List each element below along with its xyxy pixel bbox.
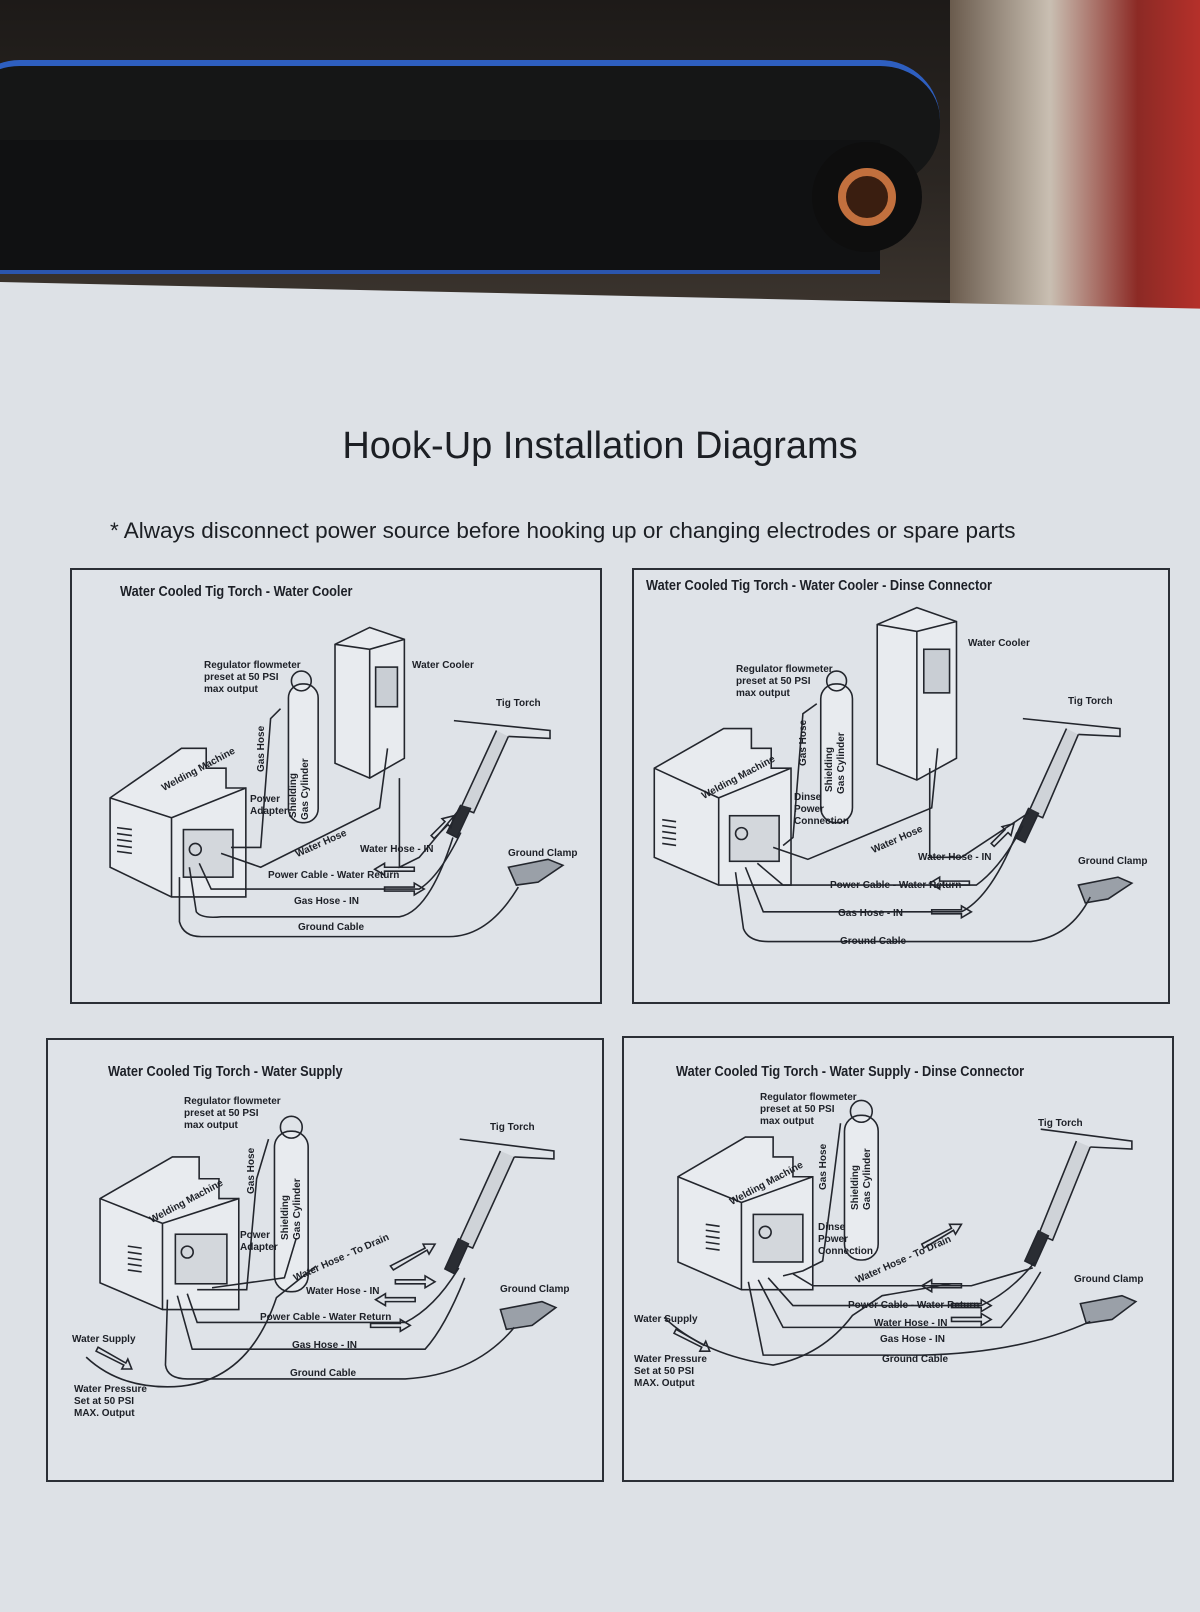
- label-ground-cable: Ground Cable: [290, 1368, 357, 1379]
- label-regulator-max: max output: [760, 1116, 814, 1127]
- label-gas-hose-vertical: Gas Hose: [246, 1147, 257, 1194]
- label-regulator: Regulator flowmeter: [760, 1092, 857, 1103]
- panel-title: Water Cooled Tig Torch - Water Supply - …: [676, 1064, 1025, 1080]
- label-power-cable: Power Cable - Water Return: [848, 1300, 980, 1311]
- label-tig-torch: Tig Torch: [1068, 696, 1113, 707]
- label-shielding: Shielding: [824, 747, 835, 792]
- label-power-cable: Power Cable - Water Return: [268, 870, 400, 881]
- hose-photo-lower: [0, 140, 880, 274]
- cardboard-box: [950, 0, 1200, 310]
- label-gas-hose-in: Gas Hose - IN: [292, 1340, 358, 1351]
- label-power-cable: Power Cable - Water Return: [830, 880, 962, 891]
- diagram-drawing: [109, 626, 565, 938]
- diagram-drawing: [653, 606, 1134, 943]
- label-ground-cable: Ground Cable: [840, 936, 907, 947]
- label-regulator-max: max output: [736, 688, 790, 699]
- panel-title: Water Cooled Tig Torch - Water Supply: [108, 1064, 343, 1080]
- label-power-adapter-2: Adapter: [240, 1242, 278, 1253]
- label-dinse-connection: Connection: [794, 816, 849, 827]
- label-water-hose-in: Water Hose - IN: [874, 1318, 948, 1329]
- label-regulator: Regulator flowmeter: [184, 1096, 281, 1107]
- label-tig-torch: Tig Torch: [496, 698, 541, 709]
- label-power-adapter: Power: [250, 794, 281, 805]
- label-dinse: Dinse: [818, 1222, 846, 1233]
- label-gas-cylinder: Gas Cylinder: [836, 732, 847, 794]
- diagram-panel-water-supply: Water Cooled Tig Torch - Water Supply Re…: [46, 1038, 604, 1482]
- label-regulator-preset: preset at 50 PSI: [184, 1108, 259, 1119]
- label-ground-cable: Ground Cable: [882, 1354, 949, 1365]
- label-dinse: Dinse: [794, 792, 822, 803]
- panel-title: Water Cooled Tig Torch - Water Cooler: [120, 584, 353, 600]
- diagram-panel-water-cooler: Water Cooled Tig Torch - Water Cooler Re…: [70, 568, 602, 1004]
- label-gas-hose-vertical: Gas Hose: [798, 719, 809, 766]
- label-regulator-max: max output: [204, 684, 258, 695]
- label-regulator-preset: preset at 50 PSI: [736, 676, 811, 687]
- label-water-hose-in: Water Hose - IN: [306, 1286, 380, 1297]
- label-power-adapter-2: Adapter: [250, 806, 288, 817]
- label-water-cooler: Water Cooler: [968, 638, 1030, 649]
- label-shielding: Shielding: [280, 1195, 291, 1240]
- label-ground-clamp: Ground Clamp: [500, 1284, 570, 1295]
- label-ground-clamp: Ground Clamp: [1078, 856, 1148, 867]
- copper-ring: [838, 168, 896, 226]
- label-dinse-power: Power: [794, 804, 825, 815]
- label-ground-clamp: Ground Clamp: [1074, 1274, 1144, 1285]
- label-power-adapter: Power: [240, 1230, 271, 1241]
- label-regulator-preset: preset at 50 PSI: [760, 1104, 835, 1115]
- label-tig-torch: Tig Torch: [1038, 1118, 1083, 1129]
- label-gas-cylinder: Gas Cylinder: [862, 1148, 873, 1210]
- label-gas-hose-vertical: Gas Hose: [818, 1143, 829, 1190]
- label-water-pressure-set: Set at 50 PSI: [634, 1366, 695, 1377]
- label-gas-hose-in: Gas Hose - IN: [294, 896, 360, 907]
- label-shielding: Shielding: [288, 773, 299, 818]
- label-dinse-power: Power: [818, 1234, 849, 1245]
- label-regulator-max: max output: [184, 1120, 238, 1131]
- diagram-drawing: [663, 1099, 1138, 1366]
- page-title: Hook-Up Installation Diagrams: [342, 425, 858, 467]
- diagram-panel-water-supply-dinse: Water Cooled Tig Torch - Water Supply - …: [622, 1036, 1174, 1482]
- label-water-supply: Water Supply: [72, 1334, 136, 1345]
- label-water-pressure-max: MAX. Output: [74, 1408, 135, 1419]
- label-gas-hose-vertical: Gas Hose: [256, 725, 267, 772]
- label-dinse-connection: Connection: [818, 1246, 873, 1257]
- label-water-pressure: Water Pressure: [634, 1354, 707, 1365]
- safety-warning: * Always disconnect power source before …: [110, 518, 1016, 543]
- label-shielding: Shielding: [850, 1165, 861, 1210]
- label-water-pressure: Water Pressure: [74, 1384, 147, 1395]
- label-gas-cylinder: Gas Cylinder: [300, 758, 311, 820]
- label-regulator: Regulator flowmeter: [204, 660, 301, 671]
- label-regulator: Regulator flowmeter: [736, 664, 833, 675]
- label-power-cable: Power Cable - Water Return: [260, 1312, 392, 1323]
- panel-title: Water Cooled Tig Torch - Water Cooler - …: [646, 578, 992, 594]
- label-ground-cable: Ground Cable: [298, 922, 365, 933]
- label-gas-cylinder: Gas Cylinder: [292, 1178, 303, 1240]
- label-water-pressure-set: Set at 50 PSI: [74, 1396, 135, 1407]
- diagram-drawing: [85, 1115, 558, 1388]
- label-gas-hose-in: Gas Hose - IN: [880, 1334, 946, 1345]
- label-water-hose-in: Water Hose - IN: [918, 852, 992, 863]
- label-tig-torch: Tig Torch: [490, 1122, 535, 1133]
- diagram-panel-water-cooler-dinse: Water Cooled Tig Torch - Water Cooler - …: [632, 568, 1170, 1004]
- label-gas-hose-in: Gas Hose - IN: [838, 908, 904, 919]
- label-water-pressure-max: MAX. Output: [634, 1378, 695, 1389]
- label-ground-clamp: Ground Clamp: [508, 848, 578, 859]
- label-water-cooler: Water Cooler: [412, 660, 474, 671]
- label-water-hose-in: Water Hose - IN: [360, 844, 434, 855]
- label-regulator-preset: preset at 50 PSI: [204, 672, 279, 683]
- label-water-supply: Water Supply: [634, 1314, 698, 1325]
